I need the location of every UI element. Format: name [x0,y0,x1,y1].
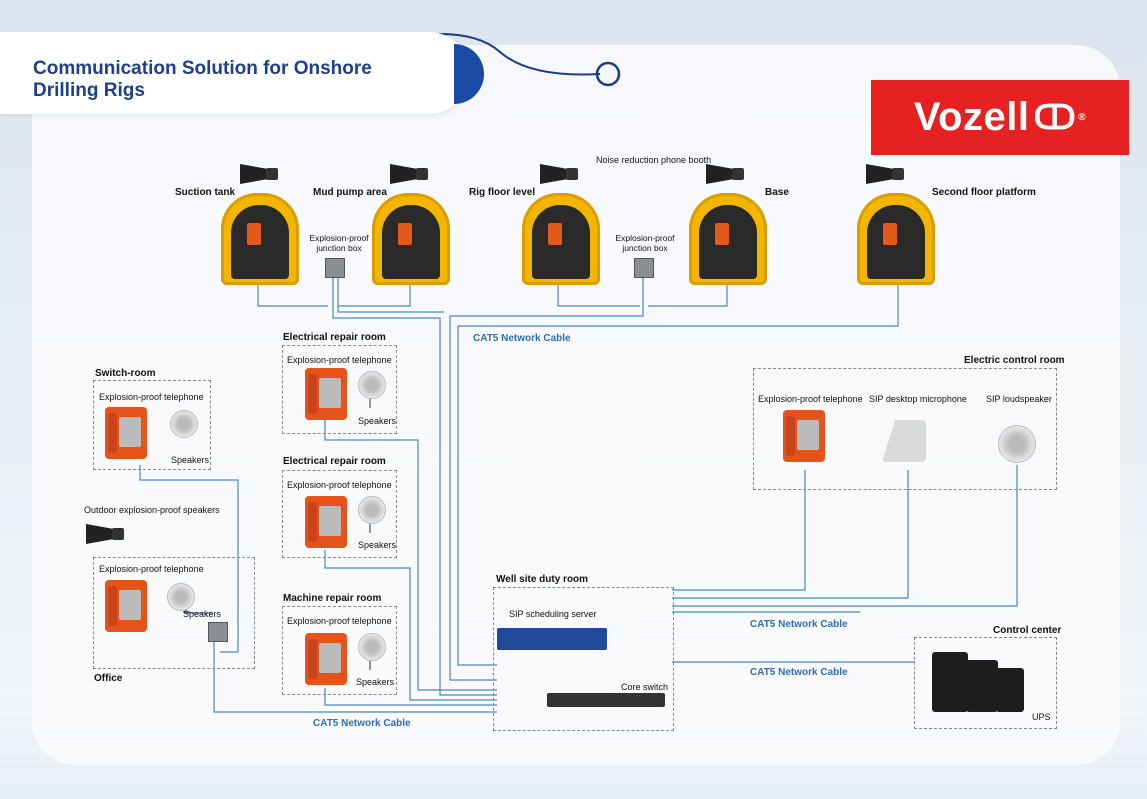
horn-speaker-icon [540,160,580,188]
cable-label-ups: CAT5 Network Cable [750,667,848,678]
electric-control-title: Electric control room [964,355,1065,366]
electrical-repair-1-title: Electrical repair room [283,332,386,343]
speaker-icon [167,583,195,611]
label-mud-pump-area: Mud pump area [313,187,387,198]
office-title: Office [94,673,123,684]
sip-microphone-label: SIP desktop microphone [869,394,967,404]
electric-control-box [753,368,1057,490]
electrical-repair-1-telephone-label: Explosion-proof telephone [287,355,392,365]
control-center-title: Control center [993,625,1062,636]
office-speakers-label: Speakers [183,609,222,619]
phone-icon [398,223,412,245]
office-outdoor-label: Outdoor explosion-proof speakers [84,505,220,515]
label-noise-booth: Noise reduction phone booth [596,155,712,165]
electric-control-telephone-label: Explosion-proof telephone [758,394,863,404]
booth-rig-floor [522,193,600,285]
booth-second-floor [857,193,935,285]
office-box [93,557,255,669]
switch-room-title: Switch-room [95,368,156,379]
electrical-repair-1-box [282,345,397,434]
well-site-box [493,587,674,731]
sip-loudspeaker-label: SIP loudspeaker [986,394,1052,404]
telephone-icon [105,580,147,632]
electrical-repair-2-box [282,470,397,558]
speaker-icon [358,371,386,399]
phone-icon [548,223,562,245]
switch-room-telephone-label: Explosion-proof telephone [99,392,204,402]
switch-room-speakers-label: Speakers [171,455,210,465]
booth-mud-pump [372,193,450,285]
phone-icon [883,223,897,245]
junction-box-icon [325,258,345,278]
telephone-icon [305,633,347,685]
ups-label: UPS [1032,712,1051,722]
office-telephone-label: Explosion-proof telephone [99,564,204,574]
junction-box-icon [634,258,654,278]
horn-speaker-icon [390,160,430,188]
junction-box-icon [208,622,228,642]
ups-icon [966,660,998,712]
machine-repair-telephone-label: Explosion-proof telephone [287,616,392,626]
telephone-icon [105,407,147,459]
cable-label-bottom: CAT5 Network Cable [313,718,411,729]
telephone-icon [783,410,825,462]
electrical-repair-1-speakers-label: Speakers [358,416,397,426]
electrical-repair-2-telephone-label: Explosion-proof telephone [287,480,392,490]
machine-repair-box [282,606,397,695]
booth-suction-tank [221,193,299,285]
phone-icon [715,223,729,245]
speaker-icon [170,410,198,438]
machine-repair-speakers-label: Speakers [356,677,395,687]
title-tab [0,32,484,114]
machine-repair-title: Machine repair room [283,593,382,604]
page-title: Communication Solution for Onshore Drill… [33,58,372,101]
well-site-title: Well site duty room [496,574,589,585]
ups-icon [932,652,968,712]
telephone-icon [305,496,347,548]
label-second-floor: Second floor platform [932,187,1036,198]
speaker-icon [358,496,386,524]
horn-speaker-icon [86,520,126,548]
switch-room-box [93,380,211,470]
electrical-repair-2-speakers-label: Speakers [358,540,397,550]
core-switch-label: Core switch [621,682,669,692]
logo-swirl-icon: ↀ [1033,98,1077,137]
booth-base [689,193,767,285]
network-switch-icon [547,693,665,707]
cable-label-top: CAT5 Network Cable [473,333,571,344]
server-icon [497,628,607,650]
label-junction-box-2: Explosion-proof junction box [615,233,675,253]
control-center-box [914,637,1057,729]
phone-icon [247,223,261,245]
label-base: Base [765,187,789,198]
label-rig-floor-level: Rig floor level [469,187,536,198]
speaker-icon [358,633,386,661]
sip-server-label: SIP scheduling server [509,609,597,619]
ceiling-speaker-icon [998,425,1036,463]
horn-speaker-icon [240,160,280,188]
telephone-icon [305,368,347,420]
horn-speaker-icon [866,160,906,188]
label-junction-box-1: Explosion-proof junction box [309,233,369,253]
horn-speaker-icon [706,160,746,188]
cable-label-control: CAT5 Network Cable [750,619,848,630]
ups-icon [996,668,1024,712]
electrical-repair-2-title: Electrical repair room [283,456,386,467]
label-suction-tank: Suction tank [175,187,236,198]
